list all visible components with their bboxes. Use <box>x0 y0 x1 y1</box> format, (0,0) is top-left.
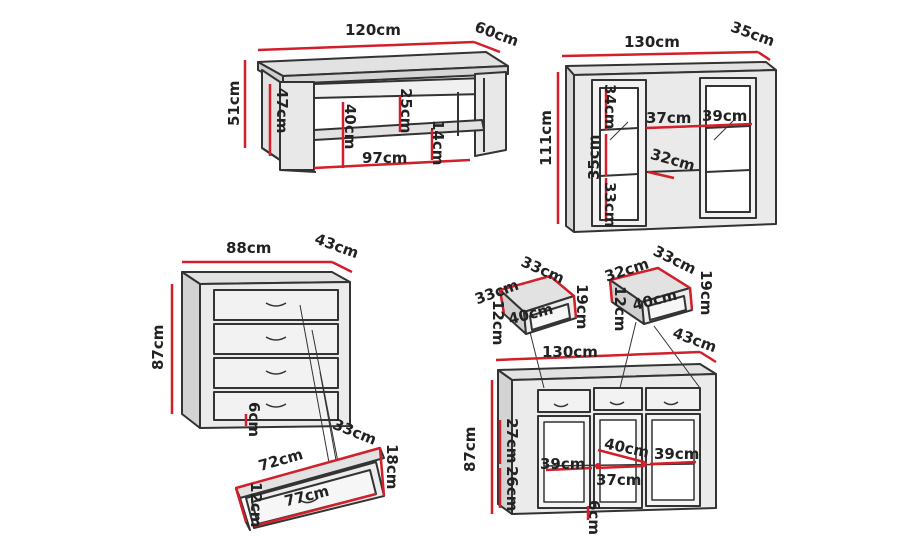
chest-of-drawers <box>181 271 385 531</box>
sideboard-height-label: 87cm <box>461 426 479 472</box>
chest-drawer-inner-height-label: 12cm <box>247 482 265 528</box>
coffee-table-inner-height-label: 47cm <box>273 88 291 134</box>
coffee-table-upper-gap-label: 25cm <box>397 88 415 134</box>
coffee-table-shelf-gap-label: 40cm <box>341 104 359 150</box>
cabinet-inner-width-right-label: 39cm <box>702 107 748 125</box>
sideboard-right-width-label: 39cm <box>654 445 700 463</box>
cabinet-shelf-bottom-label: 33cm <box>601 182 619 228</box>
sideboard-left-width-label: 39cm <box>540 455 586 473</box>
coffee-table-shelf-length-label: 97cm <box>362 149 408 167</box>
left-drawer-inner-height-label: 12cm <box>489 300 507 346</box>
right-drawer-inner-height-label: 12cm <box>611 286 629 332</box>
chest-drawer-height-label: 18cm <box>383 444 401 490</box>
sideboard-leg-height-label: 6cm <box>585 500 603 535</box>
display-cabinet <box>565 61 777 233</box>
sideboard-width-label: 130cm <box>542 343 598 361</box>
chest-height-label: 87cm <box>149 324 167 370</box>
coffee-table-width-label: 120cm <box>345 21 401 39</box>
coffee-table-height-label: 51cm <box>225 80 243 126</box>
sideboard <box>497 267 717 515</box>
dimension-lines <box>170 40 771 528</box>
cabinet-height-label: 111cm <box>537 110 555 166</box>
sideboard-middle-width-label: 37cm <box>596 471 642 489</box>
right-drawer-height-label: 19cm <box>697 270 715 316</box>
chest-leg-height-label: 6cm <box>245 402 263 437</box>
sideboard-lower-door-label: 26cm <box>503 466 521 512</box>
chest-width-label: 88cm <box>226 239 272 257</box>
dimension-dots <box>595 461 647 469</box>
cabinet-width-label: 130cm <box>624 33 680 51</box>
coffee-table-shelf-height-label: 14cm <box>429 120 447 166</box>
cabinet-inner-width-left-label: 37cm <box>646 109 692 127</box>
cabinet-shelf-top-label: 34cm <box>601 84 619 130</box>
cabinet-shelf-lower-label: 35cm <box>585 134 603 180</box>
coffee-table <box>257 51 509 173</box>
sideboard-upper-door-label: 27cm <box>503 418 521 464</box>
left-drawer-height-label: 19cm <box>573 284 591 330</box>
